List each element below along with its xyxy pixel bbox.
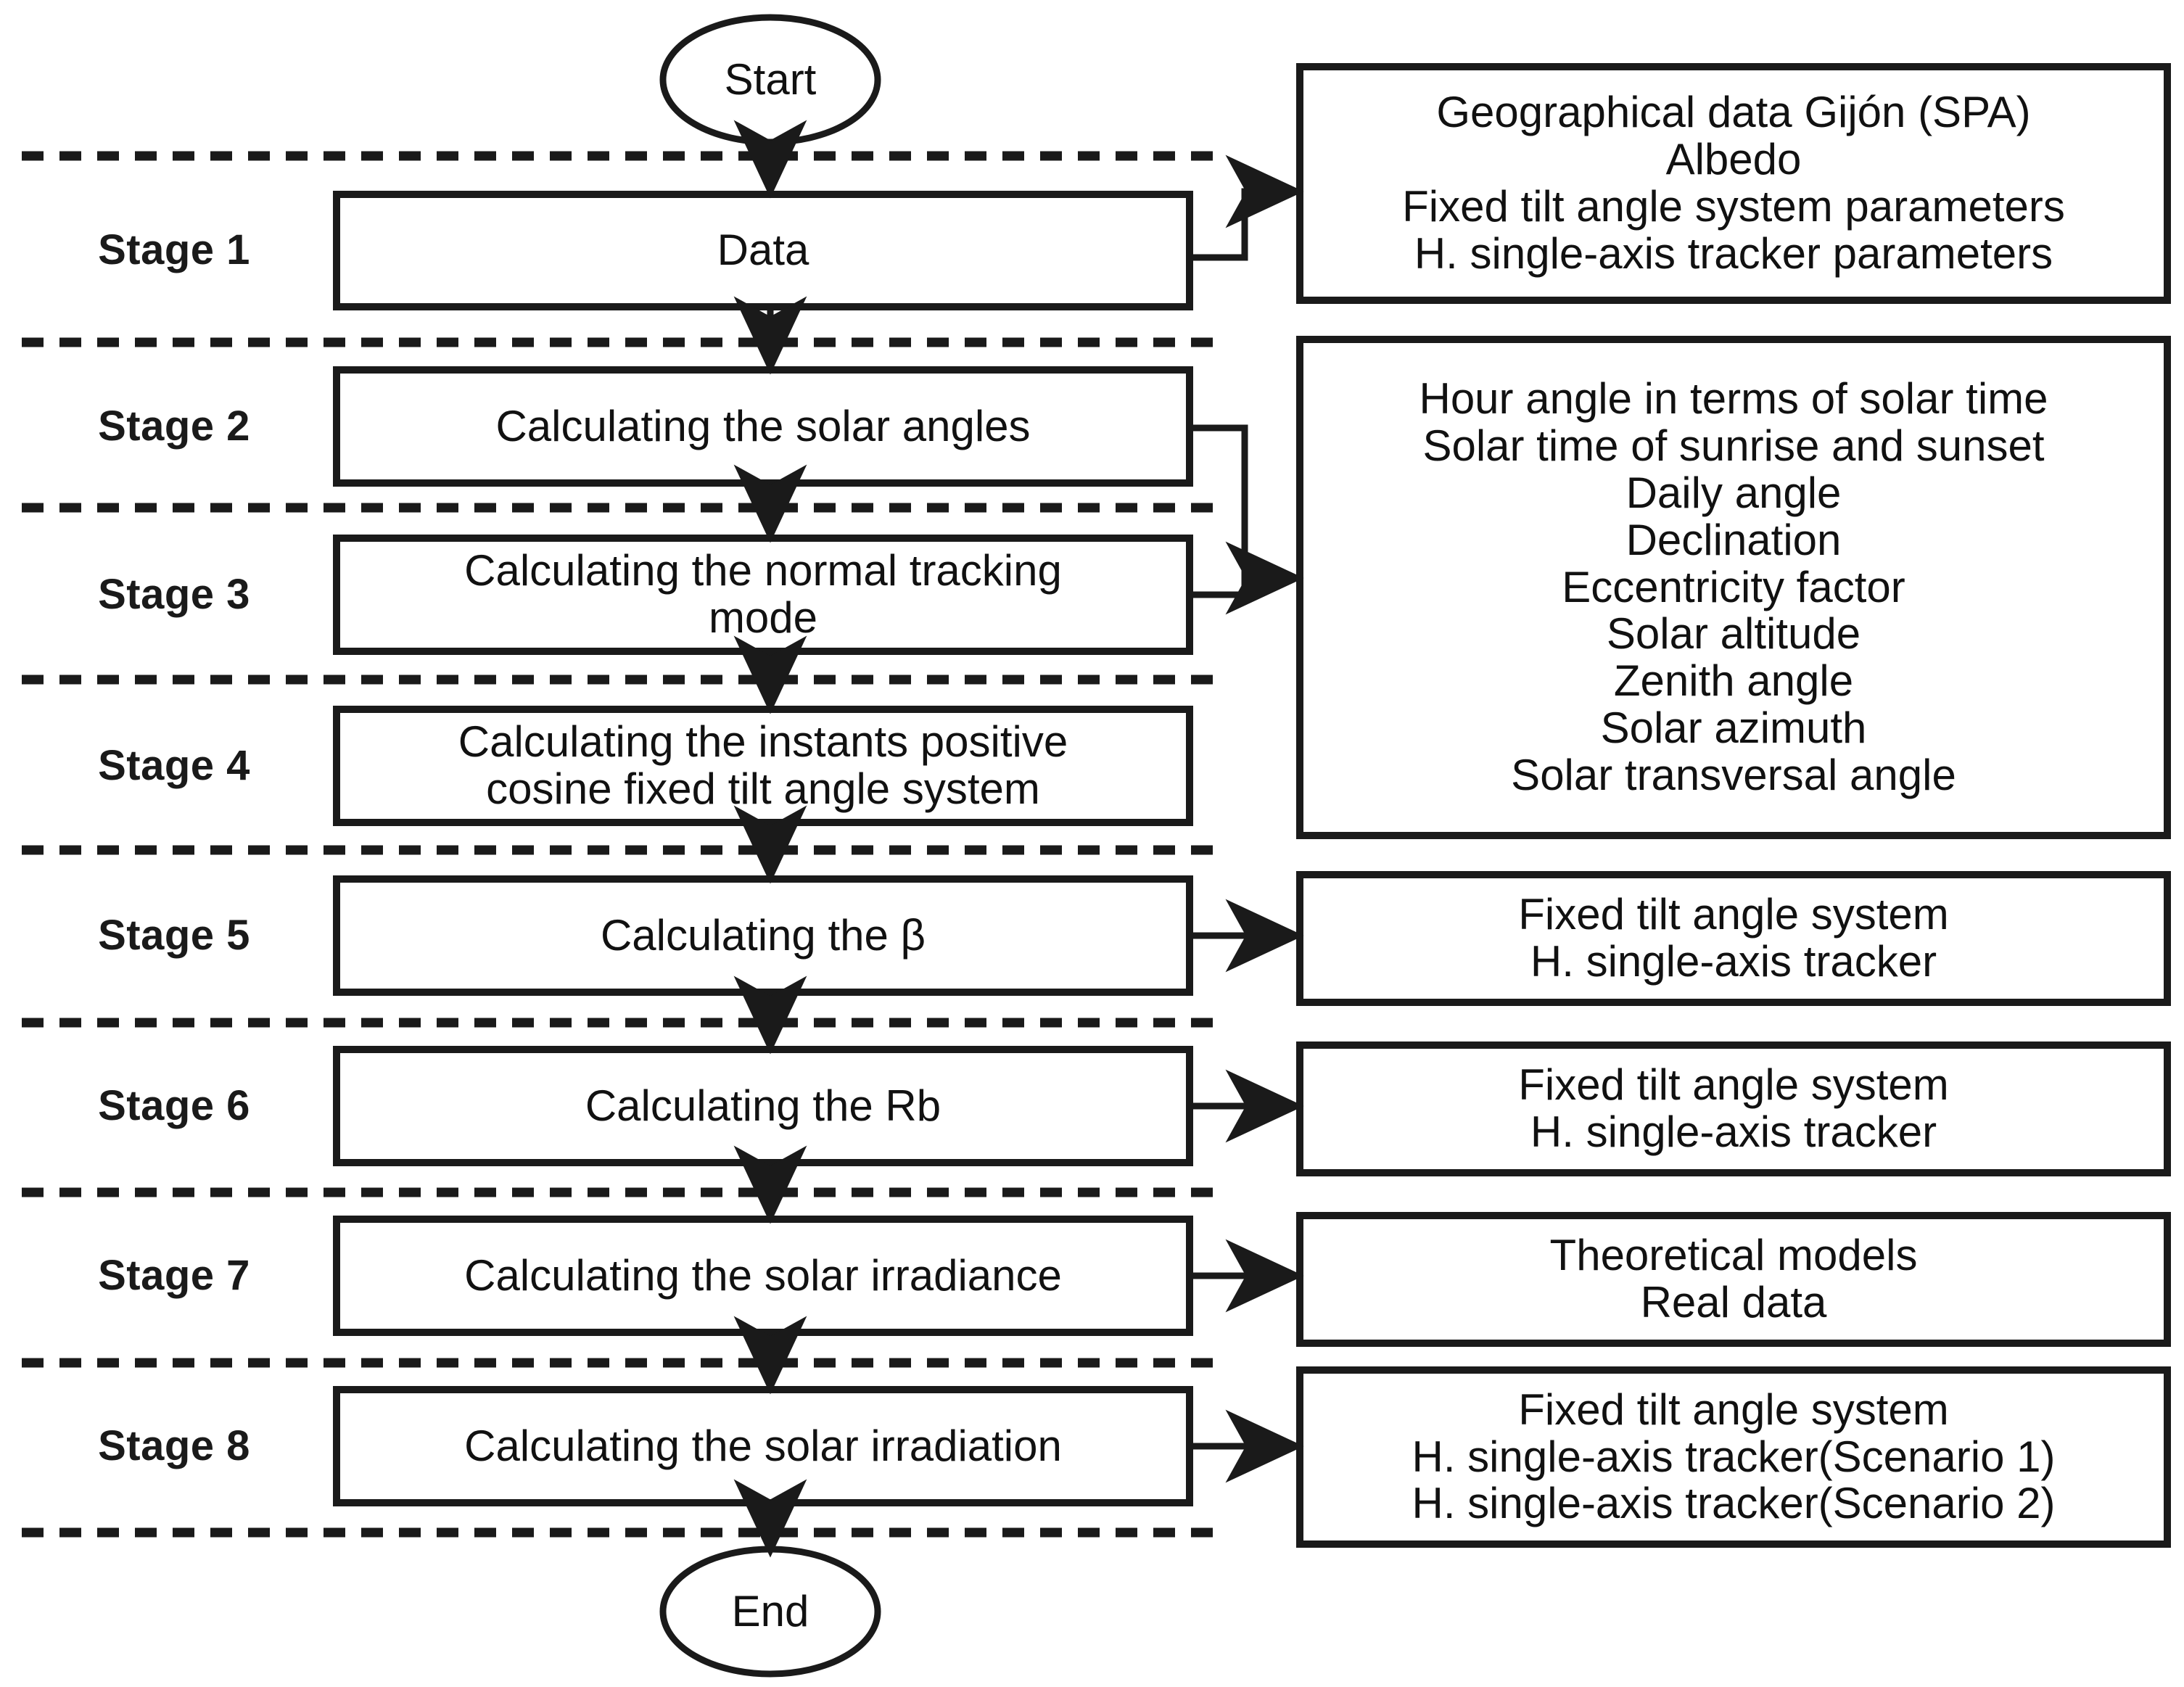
process-label-stage-2: Calculating the solar angles bbox=[495, 401, 1031, 450]
process-label-stage-6: Calculating the Rb bbox=[585, 1081, 941, 1130]
detail-label-stage-1: Geographical data Gijón (SPA) Albedo Fix… bbox=[1402, 88, 2065, 278]
stage-label-6: Stage 6 bbox=[98, 1081, 250, 1129]
process-box-stage-7 bbox=[333, 1216, 1193, 1336]
stage-label-4: Stage 4 bbox=[98, 741, 250, 789]
stage-label-3: Stage 3 bbox=[98, 570, 250, 618]
process-label-stage-3: Calculating the normal tracking mode bbox=[464, 546, 1062, 642]
stage-label-7: Stage 7 bbox=[98, 1251, 250, 1299]
process-label-stage-5: Calculating the β bbox=[600, 910, 926, 960]
stage-divider bbox=[22, 151, 1223, 1538]
detail-panel-stage-7 bbox=[1296, 1212, 2171, 1347]
detail-label-stage-6: Fixed tilt angle system H. single-axis t… bbox=[1518, 1060, 1949, 1156]
stage-label-8: Stage 8 bbox=[98, 1422, 250, 1469]
detail-label-stage-8: Fixed tilt angle system H. single-axis t… bbox=[1412, 1385, 2056, 1528]
detail-panel-stage-8 bbox=[1296, 1366, 2171, 1548]
stage-label-1: Stage 1 bbox=[98, 226, 250, 274]
process-label-stage-1: Data bbox=[717, 226, 809, 275]
detail-panel-stage-5 bbox=[1296, 871, 2171, 1006]
stage-label-5: Stage 5 bbox=[98, 911, 250, 959]
end-label: End bbox=[731, 1586, 809, 1636]
connector-stage-3 bbox=[1190, 578, 1248, 598]
detail-panel-stage-1 bbox=[1296, 63, 2171, 304]
detail-panel-stage-2 bbox=[1296, 336, 2171, 839]
detail-label-stage-2: Hour angle in terms of solar time Solar … bbox=[1419, 374, 2048, 799]
connector-stage-2 bbox=[1190, 424, 1304, 615]
process-label-stage-7: Calculating the solar irradiance bbox=[464, 1250, 1062, 1300]
start-label: Start bbox=[724, 54, 817, 104]
connector-stage-1 bbox=[1190, 154, 1304, 261]
process-label-stage-4: Calculating the instants positive cosine… bbox=[458, 717, 1068, 813]
detail-panel-stage-6 bbox=[1296, 1042, 2171, 1176]
stage-label-2: Stage 2 bbox=[98, 402, 250, 450]
detail-label-stage-5: Fixed tilt angle system H. single-axis t… bbox=[1518, 890, 1949, 986]
process-box-stage-1 bbox=[333, 191, 1193, 310]
detail-label-stage-7: Theoretical models Real data bbox=[1549, 1231, 1918, 1327]
process-label-stage-8: Calculating the solar irradiation bbox=[464, 1421, 1062, 1470]
